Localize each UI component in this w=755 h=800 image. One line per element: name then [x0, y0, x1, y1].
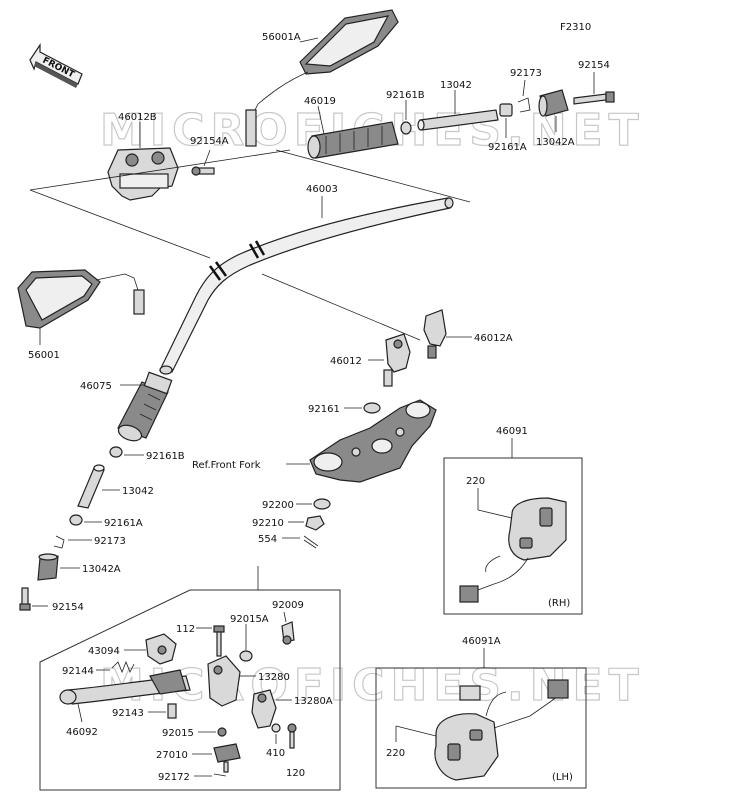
- clamp-13280: [207, 655, 241, 707]
- switch-lh-side: (LH): [552, 772, 573, 783]
- callout-92200: 92200: [262, 500, 294, 511]
- rod-13042-top: [417, 109, 499, 131]
- callout-92144: 92144: [62, 666, 94, 677]
- callout-220-rh: 220: [466, 476, 485, 487]
- washer-92200: [313, 498, 331, 510]
- callout-13280: 13280: [258, 672, 290, 683]
- pin-554: [303, 535, 319, 549]
- callout-92161B: 92161B: [146, 451, 185, 462]
- callout-92015A: 92015A: [230, 614, 269, 625]
- callout-46075: 46075: [80, 381, 112, 392]
- spring-92144: [111, 660, 135, 674]
- callout-112: 112: [176, 624, 195, 635]
- callout-92173: 92173: [94, 536, 126, 547]
- callout-92161A: 92161A: [104, 518, 143, 529]
- callout-46019: 46019: [304, 96, 336, 107]
- callout-92009: 92009: [272, 600, 304, 611]
- washer-410: [271, 723, 281, 733]
- triple-clamp: [309, 399, 437, 483]
- nut-92015: [217, 727, 227, 737]
- grip-lh-46075: [117, 371, 173, 442]
- callout-92210: 92210: [252, 518, 284, 529]
- holder-46012: [383, 333, 411, 387]
- bolt-92154-top: [573, 91, 615, 105]
- callout-92161: 92161: [308, 404, 340, 415]
- callout-92172: 92172: [158, 772, 190, 783]
- callout-46091: 46091: [496, 426, 528, 437]
- callout-46091A: 46091A: [462, 636, 501, 647]
- callout-92154-top: 92154: [578, 60, 610, 71]
- bolt-92154: [19, 587, 31, 611]
- mirror-lh: [17, 269, 145, 329]
- mirror-rh: [245, 9, 399, 147]
- callout-92015: 92015: [162, 728, 194, 739]
- switch-rh: [459, 497, 567, 603]
- clip-92173: [53, 535, 65, 549]
- screw-120: [287, 723, 297, 749]
- holder-46012A: [423, 309, 447, 359]
- callout-220-lh: 220: [386, 748, 405, 759]
- washer-92015A: [239, 650, 253, 662]
- holder-46012B: [107, 147, 179, 201]
- callout-43094: 43094: [88, 646, 120, 657]
- washer-92161A: [69, 514, 83, 526]
- ref-front-fork-label: Ref.Front Fork: [192, 460, 261, 471]
- washer-92161B-top: [400, 121, 412, 135]
- switch-27010: [213, 743, 241, 773]
- callout-46012: 46012: [330, 356, 362, 367]
- callout-13280A: 13280A: [294, 696, 333, 707]
- callout-410: 410: [266, 748, 285, 759]
- diagram-code: F2310: [560, 22, 591, 33]
- weight-13042A: [37, 553, 59, 581]
- lever-46092: [59, 669, 191, 705]
- callout-92154A: 92154A: [190, 136, 229, 147]
- callout-13042: 13042: [122, 486, 154, 497]
- collar-92143: [167, 703, 177, 719]
- screw-92172: [213, 773, 227, 777]
- callout-92161B-top: 92161B: [386, 90, 425, 101]
- callout-46012B: 46012B: [118, 112, 157, 123]
- rod-13042: [77, 464, 105, 509]
- callout-120: 120: [286, 768, 305, 779]
- front-arrow-icon: FRONT: [29, 43, 83, 88]
- callout-92173-top: 92173: [510, 68, 542, 79]
- bracket-43094: [145, 633, 177, 665]
- callout-92161A-top: 92161A: [488, 142, 527, 153]
- screw-92009: [281, 621, 295, 645]
- nut-92210: [305, 515, 325, 531]
- washer-92161B: [109, 446, 123, 458]
- clip-92173-top: [517, 97, 531, 113]
- callout-13042A: 13042A: [82, 564, 121, 575]
- washer-92161: [363, 402, 381, 414]
- callout-92143: 92143: [112, 708, 144, 719]
- bolt-112: [213, 625, 225, 657]
- box-switch-lh: [375, 667, 587, 789]
- callout-13042A-top: 13042A: [536, 137, 575, 148]
- box-switch-rh: [443, 457, 583, 615]
- callout-27010: 27010: [156, 750, 188, 761]
- weight-13042A-top: [538, 89, 569, 117]
- callout-46003: 46003: [306, 184, 338, 195]
- callout-56001: 56001: [28, 350, 60, 361]
- callout-13042-top: 13042: [440, 80, 472, 91]
- bolt-92154A: [191, 166, 215, 176]
- switch-lh: [434, 679, 569, 781]
- callout-92154: 92154: [52, 602, 84, 613]
- washer-92161A-top: [499, 103, 513, 117]
- callout-56001A: 56001A: [262, 32, 301, 43]
- callout-46012A: 46012A: [474, 333, 513, 344]
- handlebar-46003: [159, 197, 454, 375]
- callout-554: 554: [258, 534, 277, 545]
- callout-46092: 46092: [66, 727, 98, 738]
- clamp-13280A: [251, 689, 277, 729]
- grip-rh-top: [307, 121, 399, 159]
- box-lever-assembly: [39, 589, 341, 791]
- switch-rh-side: (RH): [548, 598, 570, 609]
